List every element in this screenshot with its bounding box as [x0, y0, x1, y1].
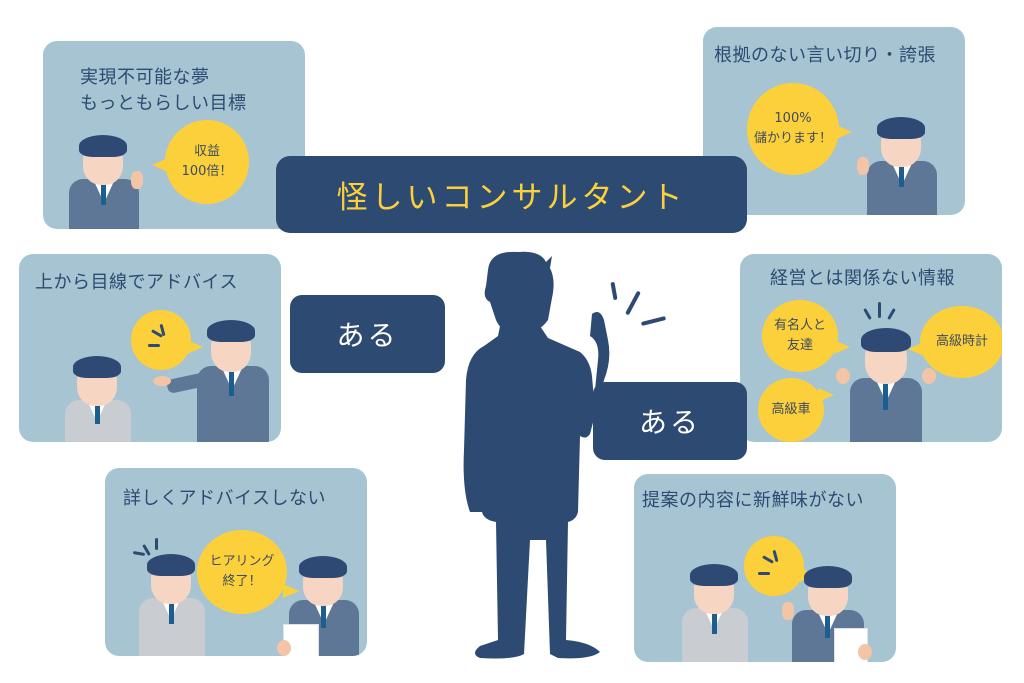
shock-line-icon — [640, 316, 667, 326]
suspicious-consultant-silhouette-icon — [440, 250, 620, 660]
card-baseless-claims: 根拠のない言い切り・誇張 100% 儲かります！ — [703, 27, 965, 215]
consultant-figure-icon — [153, 318, 269, 442]
card-stale-proposal: 提案の内容に新鮮味がない — [634, 474, 896, 662]
card-title: 実現不可能な夢 もっともらしい目標 — [80, 67, 247, 114]
consultant-figure-icon — [283, 554, 367, 656]
card-title: 上から目線でアドバイス — [35, 272, 238, 293]
speech-bubble: 収益 100倍！ — [152, 120, 249, 204]
speech-bubble: ヒアリング 終了！ — [197, 530, 299, 614]
page-title: 怪しいコンサルタント — [276, 156, 747, 233]
speech-bubble: 有名人と 友達 — [762, 300, 850, 372]
confused-employee-icon — [678, 562, 758, 662]
connector-label-left: ある — [290, 295, 445, 373]
card-title: 経営とは関係ない情報 — [770, 268, 955, 289]
card-impossible-dream: 実現不可能な夢 もっともらしい目標 収益 100倍！ — [43, 41, 305, 229]
worried-employee-icon — [61, 354, 141, 442]
speech-bubble: 100% 儲かります！ — [747, 83, 852, 175]
card-irrelevant-info: 経営とは関係ない情報 有名人と 友達 高級時計 高級車 — [740, 254, 1002, 442]
shock-line-icon — [625, 290, 641, 316]
surprised-employee-icon — [135, 552, 215, 656]
card-title: 提案の内容に新鮮味がない — [642, 490, 864, 511]
card-no-detail: 詳しくアドバイスしない ヒアリング 終了！ — [105, 468, 367, 656]
speech-bubble: 高級時計 — [908, 306, 1002, 378]
card-title: 根拠のない言い切り・誇張 — [714, 45, 936, 66]
card-condescending: 上から目線でアドバイス — [19, 254, 281, 442]
consultant-figure-icon — [61, 133, 151, 229]
consultant-figure-icon — [836, 326, 936, 442]
speech-bubble: 高級車 — [758, 378, 834, 442]
card-title: 詳しくアドバイスしない — [123, 488, 326, 509]
connector-label-right: ある — [593, 382, 747, 460]
speech-bubble — [131, 310, 203, 370]
consultant-figure-icon — [853, 115, 943, 215]
